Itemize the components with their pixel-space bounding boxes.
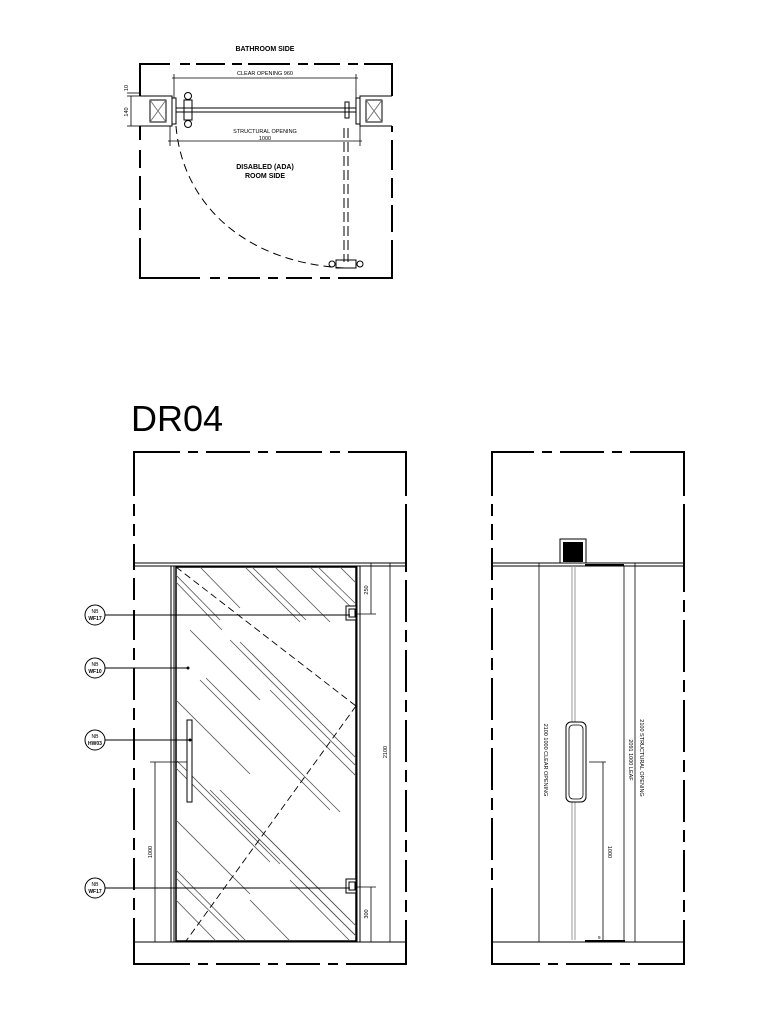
tag-line1: NB	[92, 609, 100, 615]
dim-leaf-height: 2091 1000 LEAF	[627, 739, 633, 781]
plan-bottom-label-1: DISABLED (ADA)	[236, 164, 294, 171]
drawing-title: DR04	[131, 398, 224, 439]
tag-leaders	[105, 614, 350, 889]
glass-hatch	[176, 567, 356, 941]
dim-gap: 9	[598, 935, 601, 940]
dim-door-height: 2100	[383, 746, 389, 758]
front-elevation-frame	[133, 451, 407, 965]
plan-open-leaf-lines	[343, 128, 349, 262]
tag-circle	[84, 729, 106, 751]
front-elevation: 250 2100 300 1000	[105, 451, 407, 965]
front-glass-leaf	[175, 566, 357, 942]
dim-handle-height: 1000	[148, 846, 154, 858]
plan-open-handle	[328, 259, 364, 269]
plan-clear-opening: CLEAR OPENING 960	[237, 71, 293, 77]
plan-dim-140: 140	[124, 107, 130, 116]
tag-line2: WF17	[88, 616, 102, 622]
tag-circle	[84, 877, 106, 899]
side-dimensions	[538, 563, 636, 942]
plan-top-label: BATHROOM SIDE	[236, 46, 295, 53]
door-closer	[563, 542, 583, 562]
dim-side-handle-height: 1000	[606, 846, 612, 858]
tag-line2: WF17	[88, 889, 102, 895]
plan-door-frames	[140, 95, 392, 127]
side-head-floor-lines	[492, 562, 684, 943]
plan-door-swing-arc	[175, 125, 345, 269]
plan-view: BATHROOM SIDE	[124, 46, 393, 279]
front-head-floor-lines	[134, 562, 406, 943]
tag-1[interactable]: NB WF17	[84, 604, 106, 626]
dim-top-hinge: 250	[364, 585, 370, 594]
side-elevation-frame	[491, 451, 685, 965]
plan-bottom-label-2: ROOM SIDE	[245, 173, 285, 180]
side-pull-handle	[565, 721, 587, 803]
dim-clear-opening-height: 2100 1000 CLEAR OPENING	[542, 724, 548, 797]
tag-line1: NB	[92, 882, 100, 888]
tag-circle	[84, 657, 106, 679]
tag-line2: HW03	[88, 741, 102, 747]
dim-structural-opening-height: 2100 STRUCTURAL OPENING	[638, 719, 644, 796]
dim-bottom-hinge: 300	[364, 909, 370, 918]
tag-line2: WF10	[88, 669, 102, 675]
tag-circle	[84, 604, 106, 626]
plan-structural-opening: STRUCTURAL OPENING	[233, 129, 297, 135]
front-dimensions	[150, 563, 391, 942]
tag-2[interactable]: NB WF10	[84, 657, 106, 679]
plan-room-boundary	[139, 63, 393, 279]
front-swing-lines	[175, 566, 357, 942]
tag-line1: NB	[92, 662, 100, 668]
front-pull-handle	[186, 719, 193, 803]
plan-structural-opening-value: 1000	[259, 136, 271, 142]
front-hinges	[345, 605, 357, 894]
tag-4[interactable]: NB WF17	[84, 877, 106, 899]
side-elevation: 2100 1000 CLEAR OPENING 2091 1000 LEAF 2…	[491, 451, 685, 965]
tag-line1: NB	[92, 734, 100, 740]
front-door-jambs	[170, 566, 361, 942]
plan-dim-10: 10	[124, 85, 130, 91]
plan-dimensions	[127, 74, 362, 146]
tag-3[interactable]: NB HW03	[84, 729, 106, 751]
plan-door-leaf	[176, 92, 356, 128]
